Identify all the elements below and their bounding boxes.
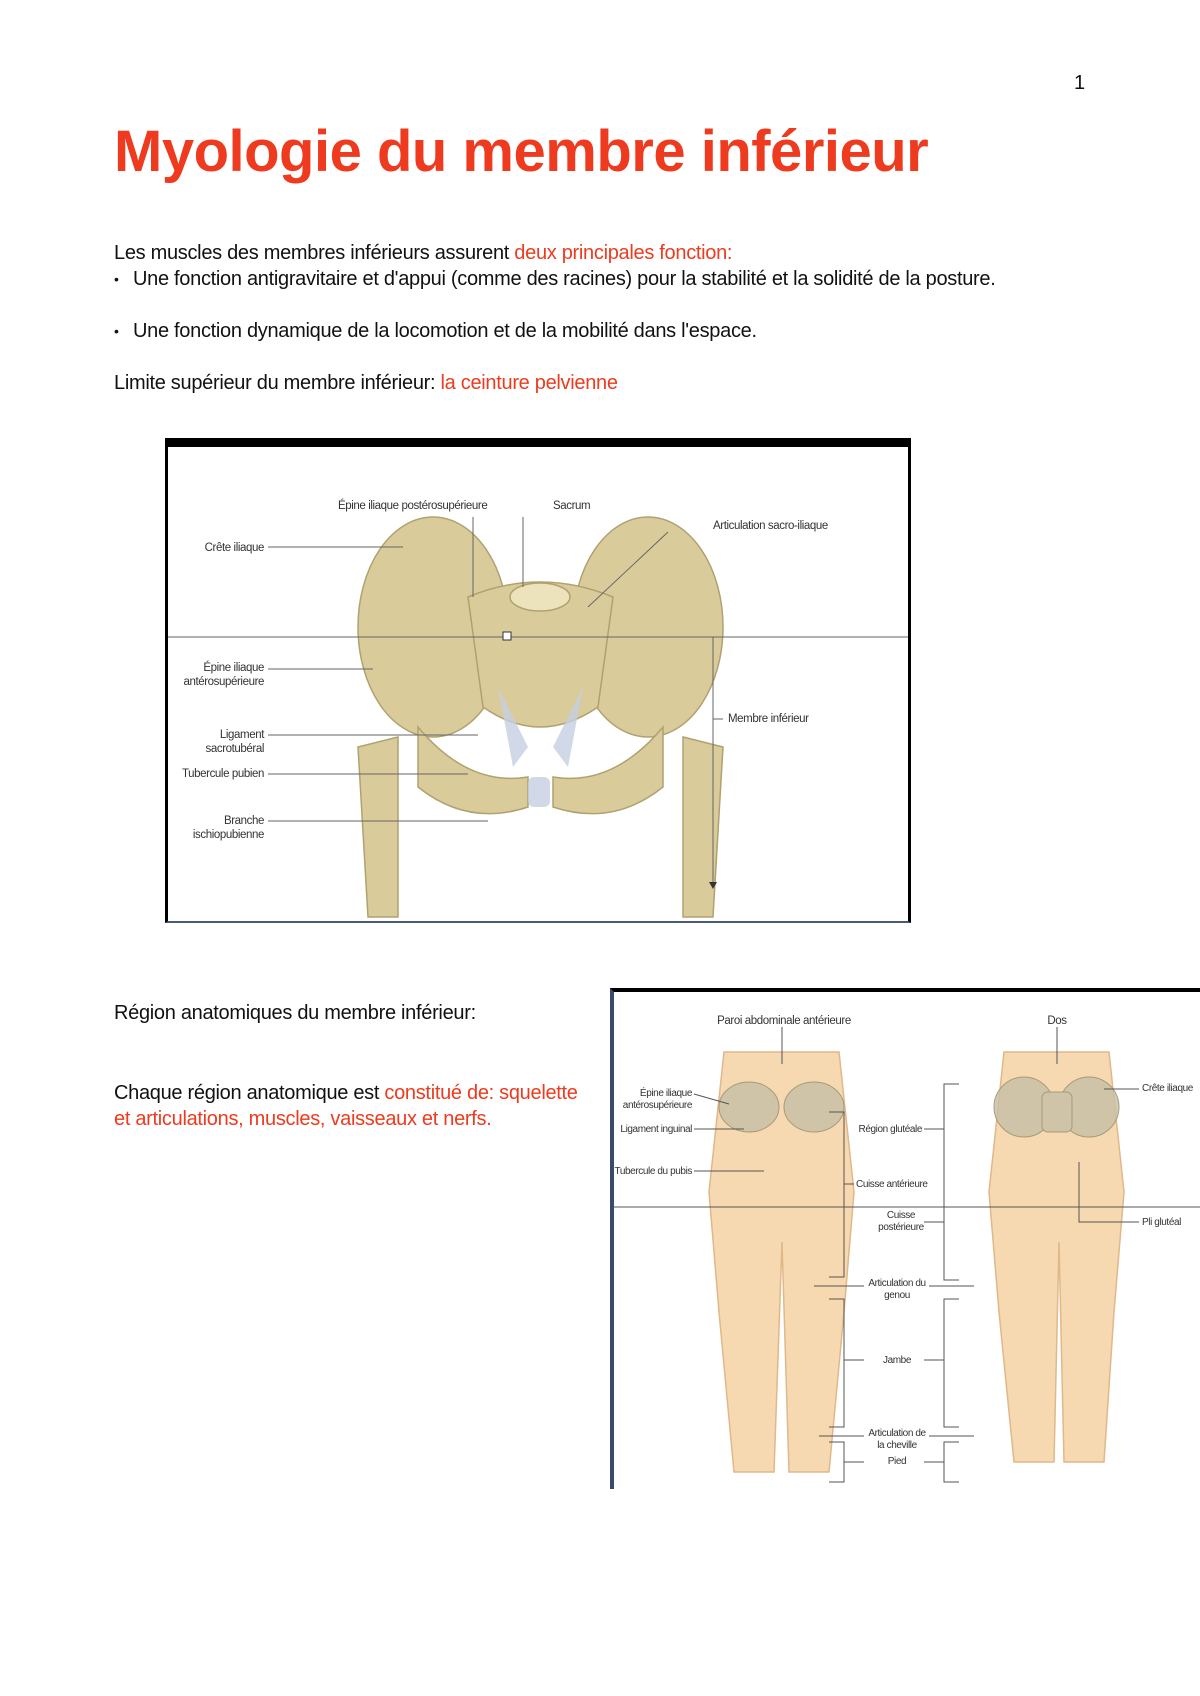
- lower-limb-illustration: [614, 1027, 1200, 1483]
- label-ligament-sacrotuberal: Ligament sacrotubéral: [205, 729, 265, 755]
- label-paroi-abdominale: Paroi abdominale antérieure: [717, 1015, 851, 1027]
- label-membre-inferieur: Membre inférieur: [728, 713, 809, 725]
- label-region-gluteale: Région glutéale: [858, 1124, 923, 1135]
- intro-highlight: deux principales fonction:: [514, 242, 733, 264]
- label-ligament-inguinal: Ligament inguinal: [620, 1124, 692, 1135]
- label-cuisse-posterieure: Cuisse postérieure: [878, 1210, 924, 1233]
- pelvis-illustration: [168, 516, 908, 918]
- regions-paragraph: Chaque région anatomique est constitué d…: [114, 1080, 594, 1132]
- label-tubercule-pubis: Tubercule du pubis: [614, 1166, 693, 1177]
- label-articulation-genou: Articulation du genou: [868, 1278, 926, 1301]
- label-epine-iliaque: Épine iliaque antérosupérieure: [622, 1088, 693, 1111]
- label-crete-iliaque: Crête iliaque: [1142, 1083, 1193, 1094]
- limit-highlight: la ceinture pelvienne: [440, 372, 618, 394]
- regions-highlight: constitué de: squelette et articulations…: [114, 1082, 578, 1130]
- label-cuisse-anterieure: Cuisse antérieure: [856, 1179, 928, 1190]
- intro-paragraph: Les muscles des membres inférieurs assur…: [114, 240, 733, 266]
- label-sacrum: Sacrum: [553, 500, 591, 512]
- page-number: 1: [1074, 72, 1086, 94]
- label-articulation-sacro-iliaque: Articulation sacro-iliaque: [713, 520, 828, 532]
- label-crete-iliaque: Crête iliaque: [204, 542, 265, 554]
- label-epine-posterosuperieure: Épine iliaque postérosupérieure: [338, 500, 488, 512]
- bullet-text: Une fonction dynamique de la locomotion …: [133, 320, 757, 342]
- label-dos: Dos: [1047, 1015, 1067, 1027]
- bullet-text: Une fonction antigravitaire et d'appui (…: [133, 268, 996, 290]
- bullet-item: •Une fonction dynamique de la locomotion…: [114, 320, 757, 342]
- label-tubercule-pubien: Tubercule pubien: [181, 768, 264, 780]
- label-articulation-cheville: Articulation de la cheville: [868, 1428, 926, 1451]
- label-pied: Pied: [887, 1456, 907, 1467]
- bullet-item: •Une fonction antigravitaire et d'appui …: [114, 268, 996, 290]
- intro-text: Les muscles des membres inférieurs assur…: [114, 242, 515, 264]
- page-title: Myologie du membre inférieur: [114, 119, 929, 184]
- pelvis-figure: Épine iliaque postérosupérieure Sacrum A…: [165, 438, 911, 923]
- label-branche-ischiopubienne: Branche ischiopubienne: [192, 815, 265, 841]
- regions-heading: Région anatomiques du membre inférieur:: [114, 1002, 476, 1024]
- label-epine-anterosuperieure: Épine iliaque antérosupérieure: [183, 662, 264, 688]
- label-jambe: Jambe: [882, 1355, 911, 1366]
- lower-limb-regions-figure: Paroi abdominale antérieure Dos Épine il…: [610, 988, 1200, 1489]
- limit-paragraph: Limite supérieur du membre inférieur: la…: [114, 370, 618, 396]
- regions-text: Chaque région anatomique est: [114, 1082, 385, 1104]
- limit-text: Limite supérieur du membre inférieur:: [114, 372, 441, 394]
- label-pli-gluteal: Pli glutéal: [1142, 1217, 1181, 1228]
